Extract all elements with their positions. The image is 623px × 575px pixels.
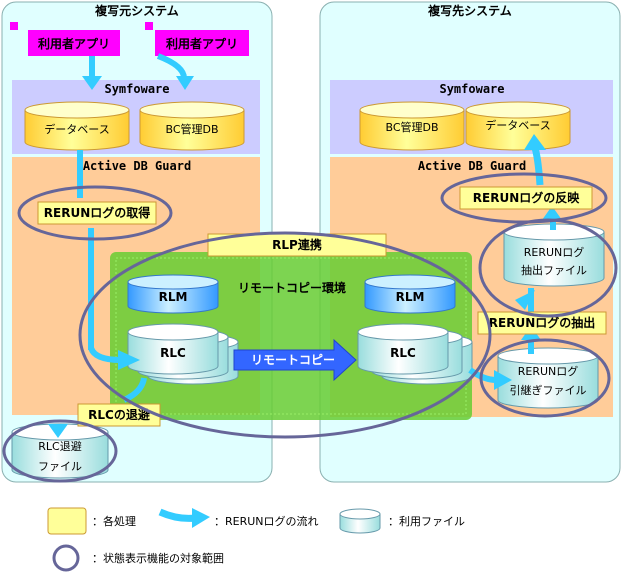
process-rerun-extract: RERUNログの抽出 bbox=[477, 311, 607, 335]
target-guard-label: Active DB Guard bbox=[418, 159, 526, 173]
extract-file-line1: RERUNログ bbox=[524, 245, 585, 259]
process-rlc-evac-label: RLCの退避 bbox=[88, 407, 150, 422]
process-rerun-get: RERUNログの取得 bbox=[37, 201, 157, 225]
target-db-label: データベース bbox=[485, 118, 550, 132]
rlm-left-label: RLM bbox=[159, 290, 188, 304]
source-app-2-label: 利用者アプリ bbox=[166, 36, 238, 51]
rlc-evac-file-line1: RLC退避 bbox=[38, 439, 81, 453]
legend: ：各処理 ：RERUNログの流れ ：利用ファイル ：状態表示機能の対象範囲 bbox=[47, 507, 465, 572]
rlc-evac-file-line2: ファイル bbox=[38, 460, 82, 473]
rlm-right-label: RLM bbox=[396, 290, 425, 304]
source-app-1: 利用者アプリ bbox=[10, 22, 120, 56]
remote-copy-arrow: リモートコピー bbox=[233, 338, 357, 382]
source-title: 複写元システム bbox=[94, 3, 179, 18]
legend-process-label: ：各処理 bbox=[92, 514, 136, 528]
source-bcdb-label: BC管理DB bbox=[165, 122, 218, 136]
scope-ellipses bbox=[2, 172, 618, 483]
rlc-right-cylinder: RLC bbox=[357, 323, 473, 385]
target-title: 複写先システム bbox=[427, 3, 512, 18]
legend-file-label: ：利用ファイル bbox=[388, 515, 465, 528]
handover-file-line2: 引継ぎファイル bbox=[510, 383, 587, 397]
source-guard-label: Active DB Guard bbox=[83, 159, 191, 173]
process-rerun-extract-label: RERUNログの抽出 bbox=[489, 315, 595, 330]
handover-file-cylinder: RERUNログ 引継ぎファイル bbox=[497, 347, 599, 409]
remote-copy-label: リモートコピー bbox=[251, 353, 335, 367]
source-db-cylinder: データベース bbox=[24, 101, 130, 151]
process-rlp-label: RLP連携 bbox=[272, 237, 322, 252]
legend-scope: ：状態表示機能の対象範囲 bbox=[52, 544, 224, 572]
rlc-left-label: RLC bbox=[160, 346, 186, 360]
target-db-cylinder: データベース bbox=[465, 101, 571, 151]
rlm-left-cylinder: RLM bbox=[127, 274, 219, 314]
process-rerun-get-label: RERUNログの取得 bbox=[44, 205, 150, 220]
target-bcdb-cylinder: BC管理DB bbox=[359, 101, 465, 151]
process-rlc-evac: RLCの退避 bbox=[77, 403, 161, 427]
legend-file: ：利用ファイル bbox=[339, 508, 465, 534]
legend-scope-label: ：状態表示機能の対象範囲 bbox=[92, 551, 224, 565]
source-app-2: 利用者アプリ bbox=[145, 22, 249, 56]
remote-env-label: リモートコピー環境 bbox=[238, 280, 346, 295]
rlc-left-cylinder: RLC bbox=[127, 323, 239, 385]
target-symfoware-label: Symfoware bbox=[439, 82, 504, 96]
source-symfoware-label: Symfoware bbox=[104, 82, 169, 96]
rlc-right-label: RLC bbox=[390, 346, 416, 360]
target-bcdb-label: BC管理DB bbox=[385, 120, 438, 134]
legend-flow: ：RERUNログの流れ bbox=[158, 508, 319, 528]
process-rerun-apply: RERUNログの反映 bbox=[459, 186, 593, 210]
rlm-right-cylinder: RLM bbox=[364, 274, 456, 314]
source-bcdb-cylinder: BC管理DB bbox=[139, 101, 245, 151]
source-db-label: データベース bbox=[44, 122, 109, 136]
legend-process: ：各処理 bbox=[47, 507, 136, 535]
extract-file-cylinder: RERUNログ 抽出ファイル bbox=[503, 223, 605, 287]
extract-file-line2: 抽出ファイル bbox=[521, 263, 587, 277]
process-rerun-apply-label: RERUNログの反映 bbox=[473, 190, 580, 205]
handover-file-line1: RERUNログ bbox=[518, 364, 579, 378]
legend-flow-label: ：RERUNログの流れ bbox=[214, 514, 319, 528]
source-app-1-label: 利用者アプリ bbox=[38, 36, 110, 51]
